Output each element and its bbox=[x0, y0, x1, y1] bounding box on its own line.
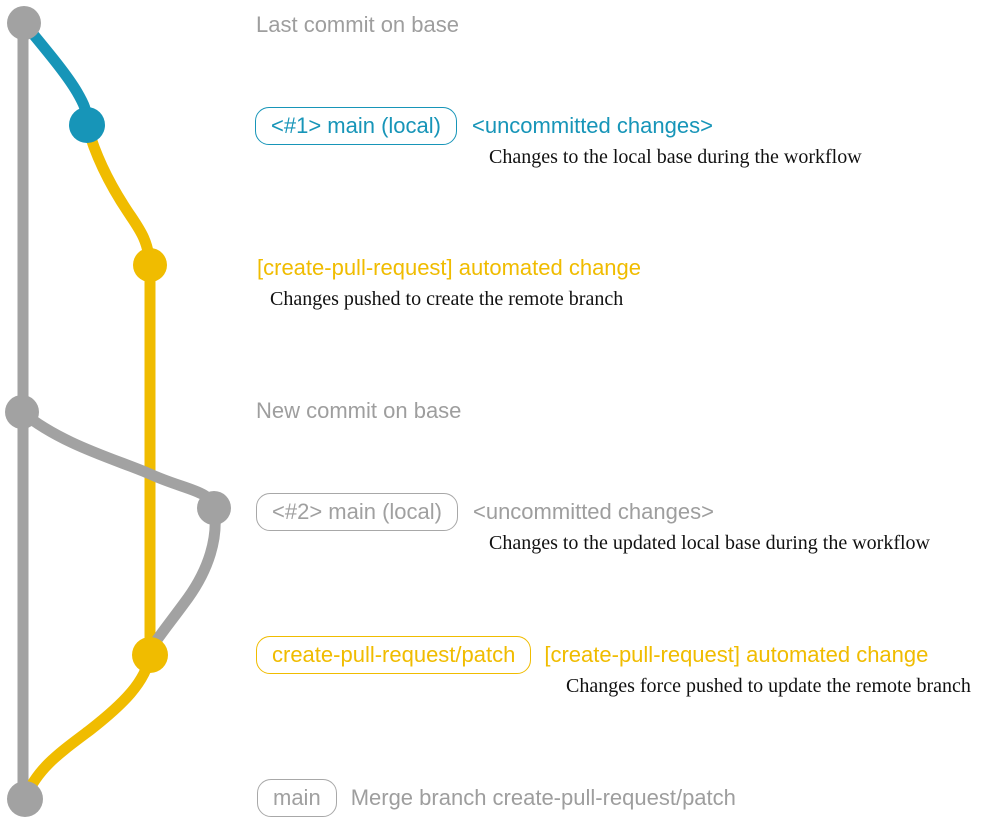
branch-badge-main-local-2: <#2> main (local) bbox=[256, 493, 458, 531]
head1-row: <#1> main (local) <uncommitted changes> bbox=[255, 107, 713, 145]
commit-node-local-2 bbox=[197, 491, 231, 525]
head2-title: <uncommitted changes> bbox=[472, 499, 714, 524]
push1-description: Changes pushed to create the remote bran… bbox=[270, 288, 624, 310]
commit-node-last-base bbox=[7, 6, 41, 40]
merge-row: main Merge branch create-pull-request/pa… bbox=[257, 779, 736, 817]
commit-node-local-1 bbox=[69, 107, 105, 143]
merge-edge bbox=[19, 649, 156, 804]
commit-node-automated-1 bbox=[133, 248, 167, 282]
push1-title: [create-pull-request] automated change bbox=[257, 255, 642, 280]
branch-badge-patch: create-pull-request/patch bbox=[256, 636, 532, 674]
commit-graph bbox=[5, 6, 231, 817]
push2-row: create-pull-request/patch [create-pull-r… bbox=[256, 636, 928, 674]
branch-badge-main-local-1: <#1> main (local) bbox=[255, 107, 457, 145]
force-push-edge bbox=[146, 502, 221, 653]
commit-node-automated-2 bbox=[132, 637, 168, 673]
push-edge bbox=[81, 119, 156, 271]
merge-annotation: Merge branch create-pull-request/patch bbox=[350, 785, 736, 810]
head2-row: <#2> main (local) <uncommitted changes> bbox=[256, 493, 714, 531]
new-base-edge bbox=[16, 406, 220, 514]
commit-node-new-base bbox=[5, 395, 39, 429]
commit-node-merge bbox=[7, 781, 43, 817]
push2-title: [create-pull-request] automated change bbox=[544, 642, 929, 667]
head1-title: <uncommitted changes> bbox=[471, 113, 713, 138]
head2-description: Changes to the updated local base during… bbox=[489, 532, 930, 554]
last-commit-annotation: Last commit on base bbox=[256, 12, 459, 37]
branch-badge-main: main bbox=[257, 779, 337, 817]
push2-description: Changes force pushed to update the remot… bbox=[566, 675, 971, 697]
new-commit-annotation: New commit on base bbox=[256, 398, 462, 423]
head1-description: Changes to the local base during the wor… bbox=[489, 146, 862, 168]
